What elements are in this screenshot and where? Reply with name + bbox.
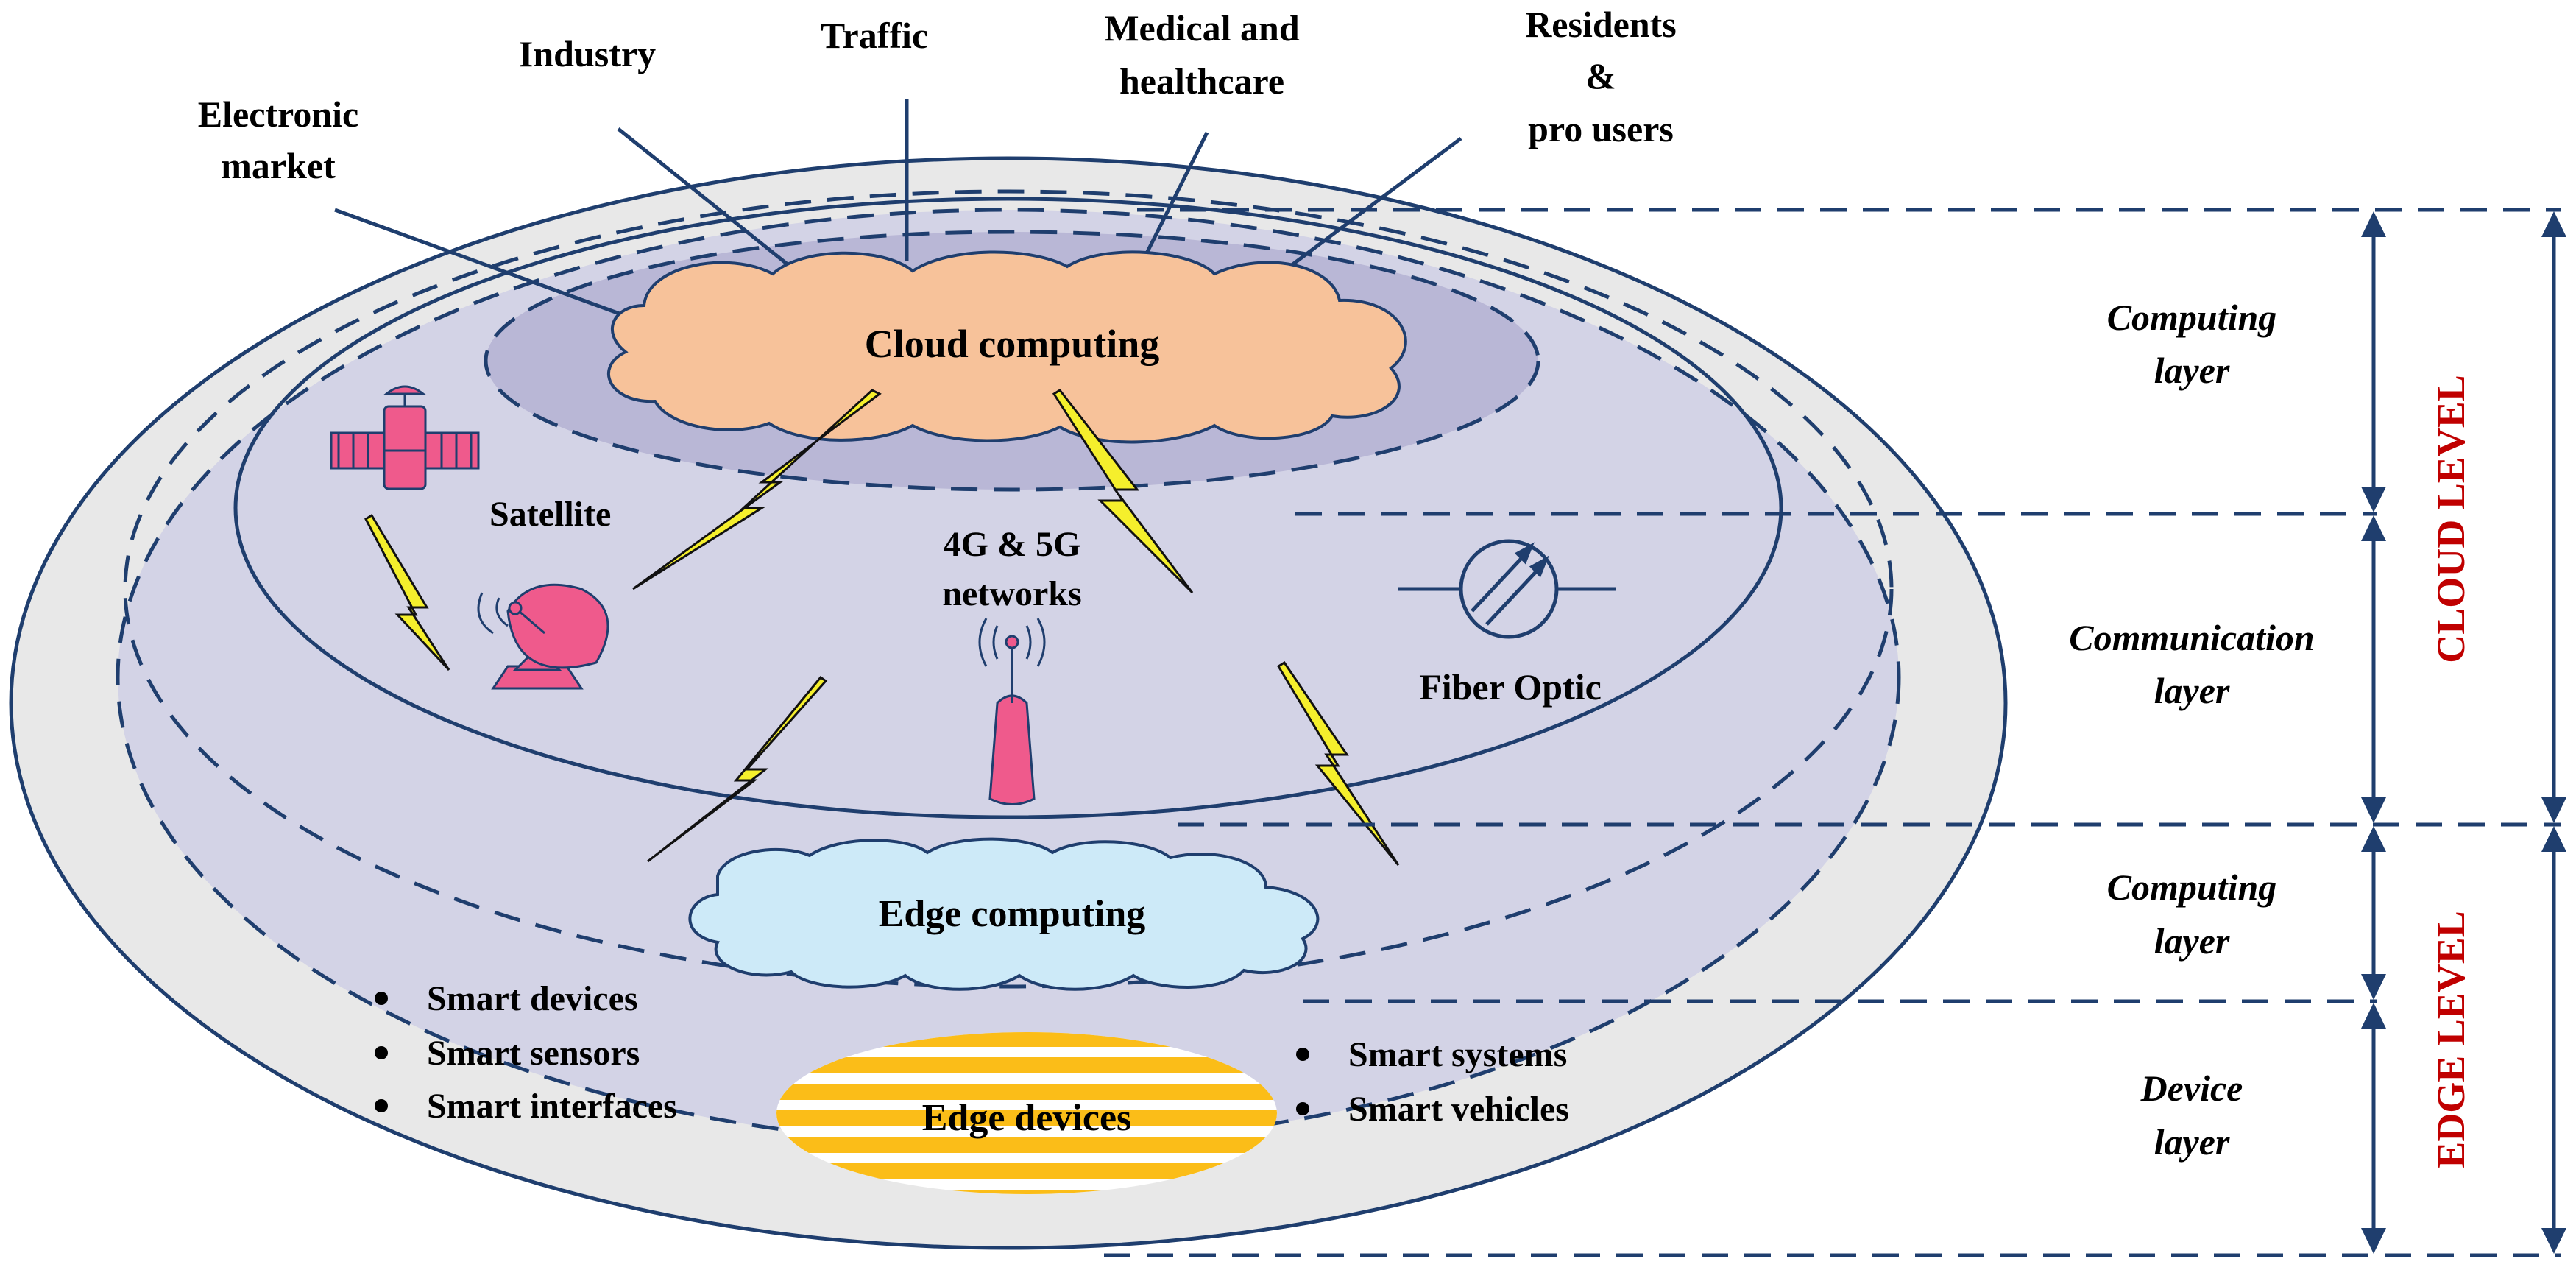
communication-layer-label: Communication [2069,617,2314,658]
list-item: Smart interfaces [427,1087,677,1126]
residents-label: Residents [1525,4,1677,45]
lightning-bolt-icon [1052,389,1194,594]
edge-computing-layer-label: Computing [2107,867,2277,908]
list-item: Smart systems [1348,1035,1567,1074]
medical-label: healthcare [1119,60,1284,102]
residents-label: & [1585,55,1616,96]
right-device-list: Smart systems Smart vehicles [1296,1035,1569,1129]
application-pointers [334,99,1462,326]
satellite-icon [330,385,480,490]
arrow-communication-layer [2361,515,2386,823]
list-item: Smart devices [427,979,638,1018]
arrow-edge-computing-layer [2361,826,2386,1000]
traffic-label: Traffic [821,15,928,56]
satellite-label: Satellite [489,495,611,534]
fiber-optic-label: Fiber Optic [1419,666,1602,708]
pointer-residents [1275,136,1462,278]
computing-layer-label: layer [2154,350,2230,391]
layer-labels: Computing layer Communication layer Comp… [2069,297,2314,1163]
cell-tower-icon [978,618,1046,805]
list-item: Smart sensors [427,1034,640,1073]
satellite-dish-icon [477,583,609,690]
cloud-computing-shape [607,250,1407,444]
edge-computing-label: Edge computing [879,893,1146,935]
arrow-cloud-level [2541,211,2566,823]
medical-label: Medical and [1104,7,1299,49]
list-item: Smart vehicles [1348,1090,1569,1129]
outer-dashed-ring [123,189,1894,989]
pointer-medical [1139,131,1209,267]
edge-devices: Edge devices [776,1032,1277,1194]
lightning-bolt-icon [1276,660,1400,866]
edge-level-label: EDGE LEVEL [2429,911,2473,1168]
layer-arrows [2361,211,2566,1254]
edge-computing-shape [688,837,1320,991]
electronic-market-label: market [221,145,336,186]
lightning-bolt-icon [647,675,828,863]
fiber-optic-icon [1398,539,1616,639]
lightning-bolt-icon [632,389,882,590]
cloud-level-label: CLOUD LEVEL [2429,375,2473,663]
edge-devices-stripes [776,1032,1277,1194]
device-layer-label: Device [2140,1068,2243,1109]
lightning-bolts [364,389,1400,866]
arrow-device-layer [2361,1003,2386,1254]
left-device-list: Smart devices Smart sensors Smart interf… [375,979,677,1126]
residents-label: pro users [1528,108,1674,149]
pointer-electronic-market [334,208,648,326]
layer-guides [1104,208,2561,1257]
lightning-bolt-icon [364,513,450,671]
application-labels: Electronic market Industry Traffic Medic… [198,4,1677,186]
edge-computing: Edge computing [688,837,1320,991]
edge-devices-label: Edge devices [922,1097,1132,1139]
edge-computing-layer-label: layer [2154,920,2230,962]
arrow-computing-layer [2361,211,2386,512]
computing-layer-label: Computing [2107,297,2277,338]
networks-label-line-1: 4G & 5G [944,525,1081,564]
industry-label: Industry [519,33,656,74]
networks-label-line-2: networks [942,574,1081,613]
communication-ellipse-solid [233,197,1783,819]
communication-layer-label: layer [2154,670,2230,711]
device-layer-label: layer [2154,1121,2230,1163]
cloud-computing: Cloud computing [607,250,1407,444]
pointer-industry [617,127,804,278]
cloud-computing-label: Cloud computing [865,322,1160,366]
electronic-market-label: Electronic [198,94,358,135]
arrow-edge-level [2541,826,2566,1254]
